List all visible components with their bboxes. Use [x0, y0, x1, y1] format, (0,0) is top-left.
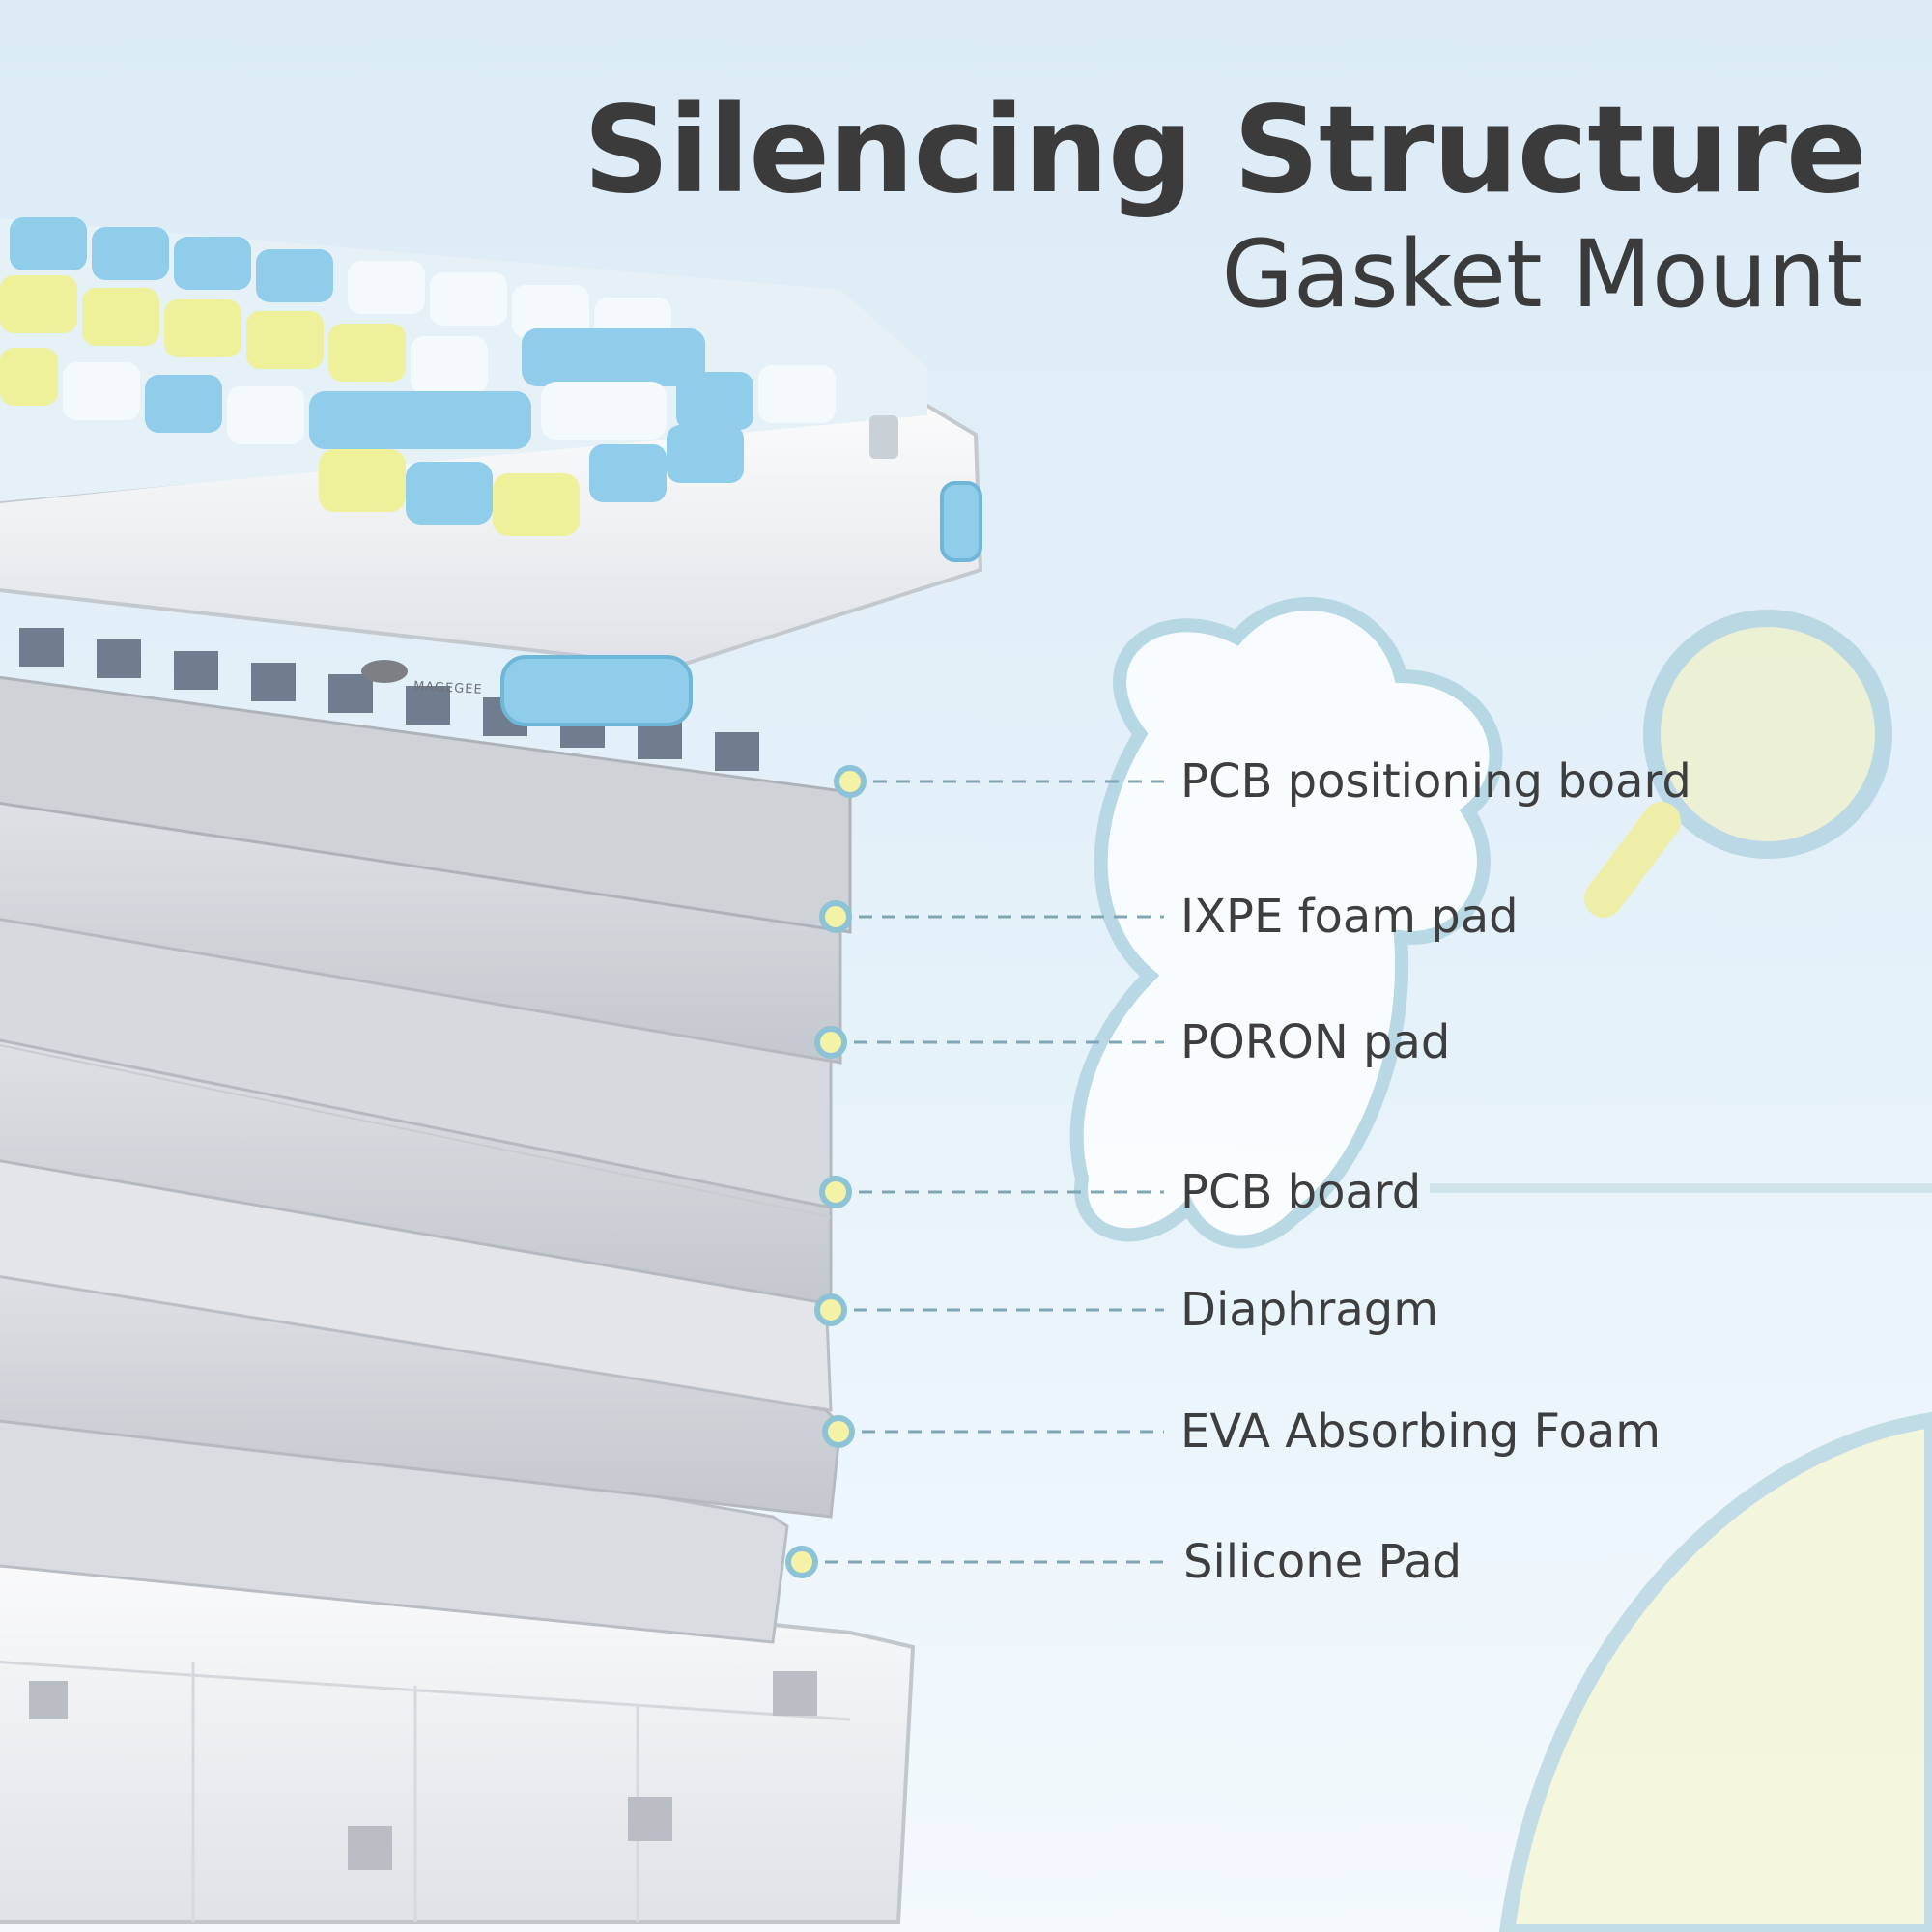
label-silicone-pad: Silicone Pad	[1183, 1535, 1463, 1589]
label-diaphragm: Diaphragm	[1180, 1283, 1438, 1337]
callout-dot-6	[822, 1415, 855, 1448]
mascot-background-decoration	[1069, 597, 1932, 1932]
page-subtitle: Gasket Mount	[1221, 220, 1862, 328]
label-eva-absorbing-foam: EVA Absorbing Foam	[1180, 1405, 1661, 1459]
callout-dot-5	[814, 1293, 847, 1326]
label-pcb-positioning-board: PCB positioning board	[1180, 754, 1691, 809]
keycap-set	[0, 217, 927, 536]
callout-dot-7	[785, 1546, 818, 1578]
page-title: Silencing Structure	[582, 81, 1867, 220]
switch-grid	[19, 628, 759, 771]
callout-dot-3	[814, 1026, 847, 1059]
pcb-positioning-plate	[0, 675, 852, 934]
callout-dot-1	[834, 765, 867, 798]
label-pcb-board: PCB board	[1180, 1165, 1422, 1219]
bottom-case	[0, 1545, 916, 1924]
label-poron-pad: PORON pad	[1180, 1015, 1451, 1069]
label-ixpe-foam-pad: IXPE foam pad	[1180, 890, 1519, 944]
knob-icon	[869, 415, 898, 459]
callout-dot-2	[819, 900, 852, 933]
callout-dot-4	[819, 1176, 852, 1208]
